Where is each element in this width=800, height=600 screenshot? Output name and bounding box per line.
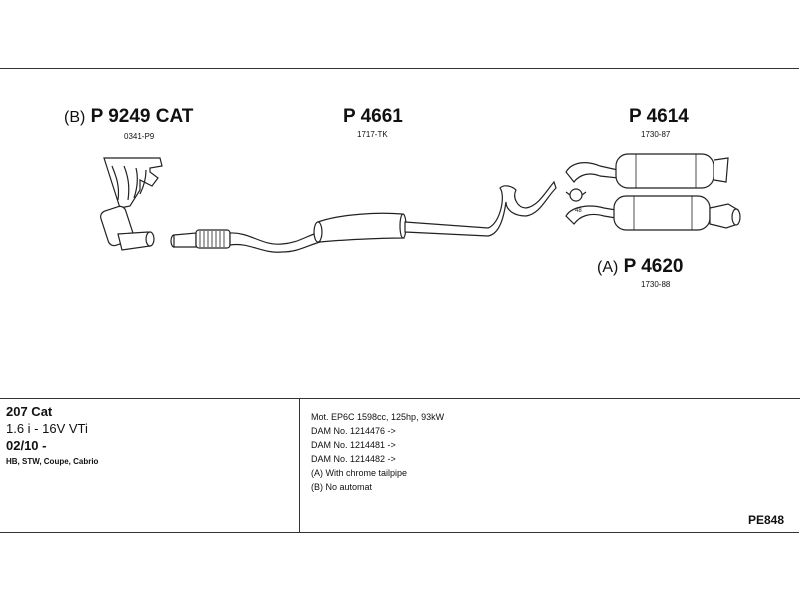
rear-silencer-lower — [565, 195, 741, 231]
table-divider — [0, 398, 800, 399]
part-number: P 9249 CAT — [90, 106, 194, 127]
part-label-catalyst: (B) P 9249 CAT — [64, 106, 193, 128]
part-code: 1717-TK — [357, 130, 388, 139]
note-item: Mot. EP6C 1598cc, 125hp, 93kW — [311, 412, 445, 422]
part-number: P 4661 — [343, 106, 403, 127]
reference-code: PE848 — [748, 513, 785, 527]
part-label-rear-silencer-upper: P 4614 — [629, 106, 689, 128]
catalyst-manifold — [100, 157, 163, 251]
note-item: (A) With chrome tailpipe — [311, 468, 408, 478]
note-item: DAM No. 1214482 -> — [311, 454, 396, 464]
column-divider — [299, 398, 300, 532]
part-prefix: (A) — [597, 259, 619, 276]
clamp-label: 48 — [575, 208, 582, 214]
vehicle-info: 207 Cat 1.6 i - 16V VTi 02/10 - HB, STW,… — [6, 404, 98, 466]
front-pipe — [170, 229, 321, 253]
vehicle-date: 02/10 - — [6, 438, 47, 453]
part-prefix: (B) — [64, 109, 86, 126]
exhaust-diagram: 48 — [100, 153, 741, 253]
note-item: (B) No automat — [311, 482, 373, 492]
vehicle-model: 207 Cat — [6, 404, 53, 419]
notes-list: Mot. EP6C 1598cc, 125hp, 93kW DAM No. 12… — [311, 410, 444, 494]
part-label-middle-silencer: P 4661 — [343, 106, 403, 128]
diagram-frame — [0, 68, 799, 533]
rear-silencer-upper — [565, 153, 729, 189]
vehicle-engine: 1.6 i - 16V VTi — [6, 421, 88, 436]
note-item: DAM No. 1214481 -> — [311, 440, 396, 450]
part-number: P 4614 — [629, 106, 689, 127]
part-number: P 4620 — [623, 256, 684, 277]
part-label-rear-silencer-lower: (A) P 4620 — [597, 256, 684, 278]
clamp-icon — [565, 188, 587, 202]
note-item: DAM No. 1214476 -> — [311, 426, 396, 436]
middle-silencer — [313, 180, 557, 243]
part-code: 1730-87 — [641, 130, 671, 139]
vehicle-bodies: HB, STW, Coupe, Cabrio — [6, 457, 99, 466]
part-code: 0341-P9 — [124, 132, 155, 141]
part-code: 1730-88 — [641, 280, 671, 289]
